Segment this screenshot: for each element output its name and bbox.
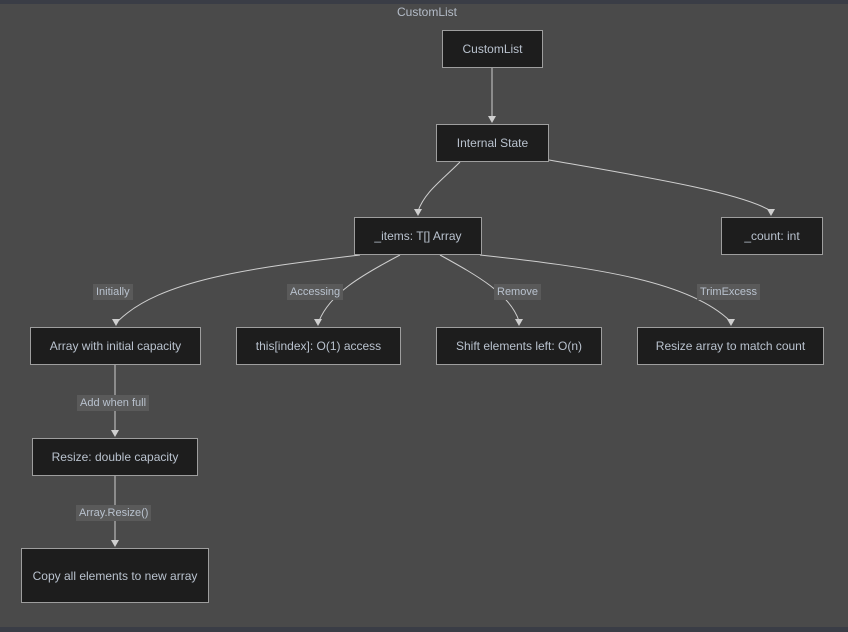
arrowhead-items-to-access [314, 319, 322, 326]
node-shift[interactable]: Shift elements left: O(n) [436, 327, 602, 365]
arrowhead-items-to-initcap [112, 319, 120, 326]
edge-label: Add when full [77, 395, 150, 411]
node-label: Array with initial capacity [49, 339, 182, 353]
edge-label: Initially [93, 284, 133, 300]
node-initcap[interactable]: Array with initial capacity [30, 327, 201, 365]
edge-internal-to-count [548, 159, 772, 212]
window-bottom-strip [0, 627, 848, 632]
node-internal[interactable]: Internal State [436, 124, 549, 162]
node-items[interactable]: _items: T[] Array [354, 217, 482, 255]
arrowhead-internal-to-items [414, 209, 422, 216]
node-customlist[interactable]: CustomList [442, 30, 543, 68]
node-label: _items: T[] Array [374, 229, 462, 243]
node-label: _count: int [744, 229, 800, 243]
node-label: CustomList [462, 42, 523, 56]
arrowhead-internal-to-count [767, 209, 775, 216]
node-double[interactable]: Resize: double capacity [32, 438, 198, 476]
arrowhead-double-to-copy [111, 540, 119, 547]
node-access[interactable]: this[index]: O(1) access [236, 327, 401, 365]
node-label: Resize array to match count [655, 339, 806, 353]
node-label: Shift elements left: O(n) [455, 339, 583, 353]
node-copy[interactable]: Copy all elements to new array [21, 548, 209, 603]
node-count[interactable]: _count: int [721, 217, 823, 255]
edge-internal-to-items [417, 161, 461, 212]
edge-label: Array.Resize() [76, 505, 152, 521]
edge-label: TrimExcess [697, 284, 761, 300]
diagram-title: CustomList [397, 5, 458, 19]
node-label: Copy all elements to new array [32, 568, 198, 583]
node-label: this[index]: O(1) access [255, 339, 382, 353]
arrowhead-items-to-shift [515, 319, 523, 326]
node-label: Internal State [456, 136, 529, 150]
arrowhead-initcap-to-double [111, 430, 119, 437]
arrowhead-customlist-to-internal [488, 116, 496, 123]
window-top-strip [0, 0, 848, 4]
node-trim[interactable]: Resize array to match count [637, 327, 824, 365]
edge-label: Accessing [287, 284, 344, 300]
edge-label: Remove [494, 284, 541, 300]
node-label: Resize: double capacity [51, 450, 179, 464]
arrowhead-items-to-trim [727, 319, 735, 326]
